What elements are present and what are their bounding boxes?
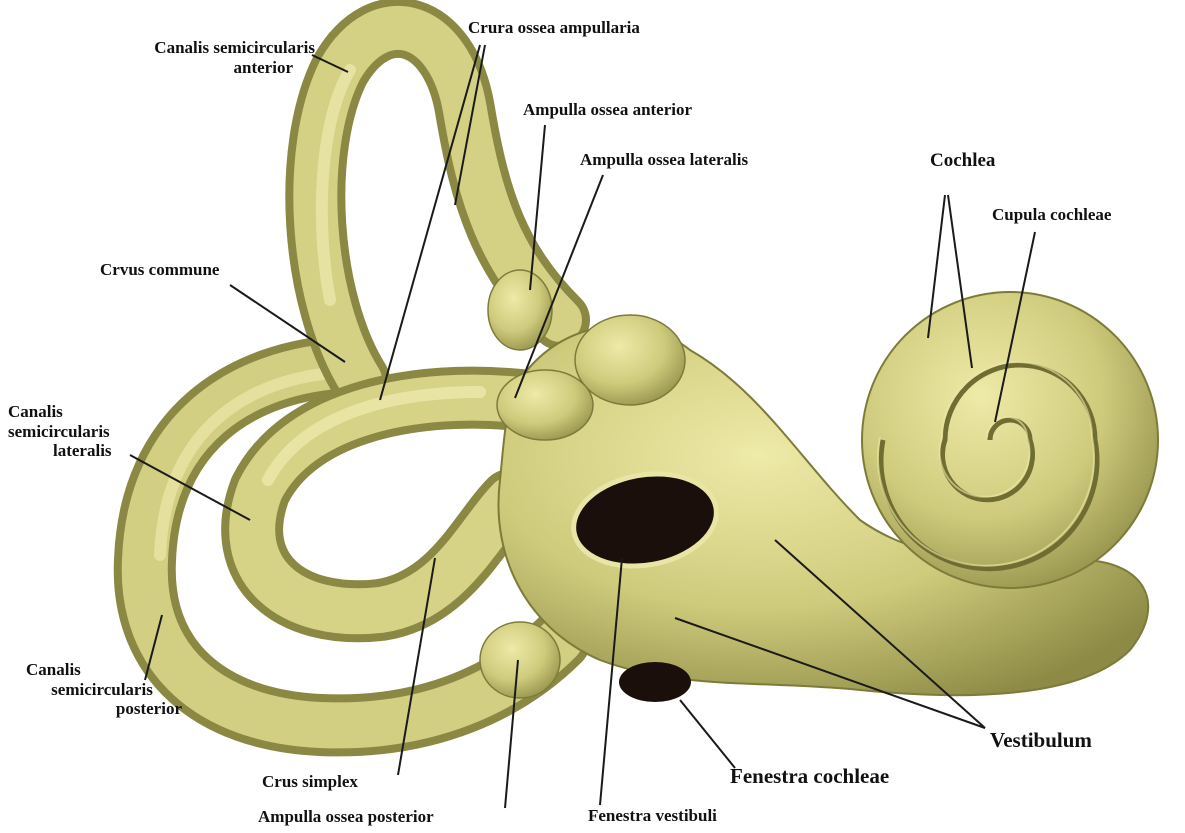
label-ampulla-ossea-lateralis: Ampulla ossea lateralis: [580, 150, 748, 170]
label-canalis-semicircularis-lateralis: Canalis semicircularis lateralis: [8, 402, 112, 461]
label-fenestra-cochleae: Fenestra cochleae: [730, 764, 889, 788]
label-cupula-cochleae: Cupula cochleae: [992, 205, 1111, 225]
cochlea-shape: [862, 292, 1158, 588]
label-crus-commune: Crvus commune: [100, 260, 219, 280]
label-line: Canalis: [12, 660, 192, 680]
label-canalis-semicircularis-posterior: Canalis semicircularis posterior: [12, 660, 192, 719]
label-line: anterior: [85, 58, 315, 78]
label-vestibulum: Vestibulum: [990, 728, 1092, 752]
label-ampulla-ossea-posterior: Ampulla ossea posterior: [258, 807, 434, 827]
label-crus-simplex: Crus simplex: [262, 772, 358, 792]
label-line: Canalis: [8, 402, 112, 422]
label-cochlea: Cochlea: [930, 150, 995, 172]
label-line: posterior: [12, 699, 192, 719]
label-canalis-semicircularis-anterior: Canalis semicircularis anterior: [85, 38, 315, 77]
label-line: Canalis semicircularis: [85, 38, 315, 58]
label-crura-ossea-ampullaria: Crura ossea ampullaria: [468, 18, 640, 38]
label-line: semicircularis: [8, 422, 112, 442]
label-line: lateralis: [8, 441, 112, 461]
label-ampulla-ossea-anterior: Ampulla ossea anterior: [523, 100, 692, 120]
label-fenestra-vestibuli: Fenestra vestibuli: [588, 806, 717, 826]
fenestra-cochleae-shape: [619, 662, 691, 702]
label-line: semicircularis: [12, 680, 192, 700]
